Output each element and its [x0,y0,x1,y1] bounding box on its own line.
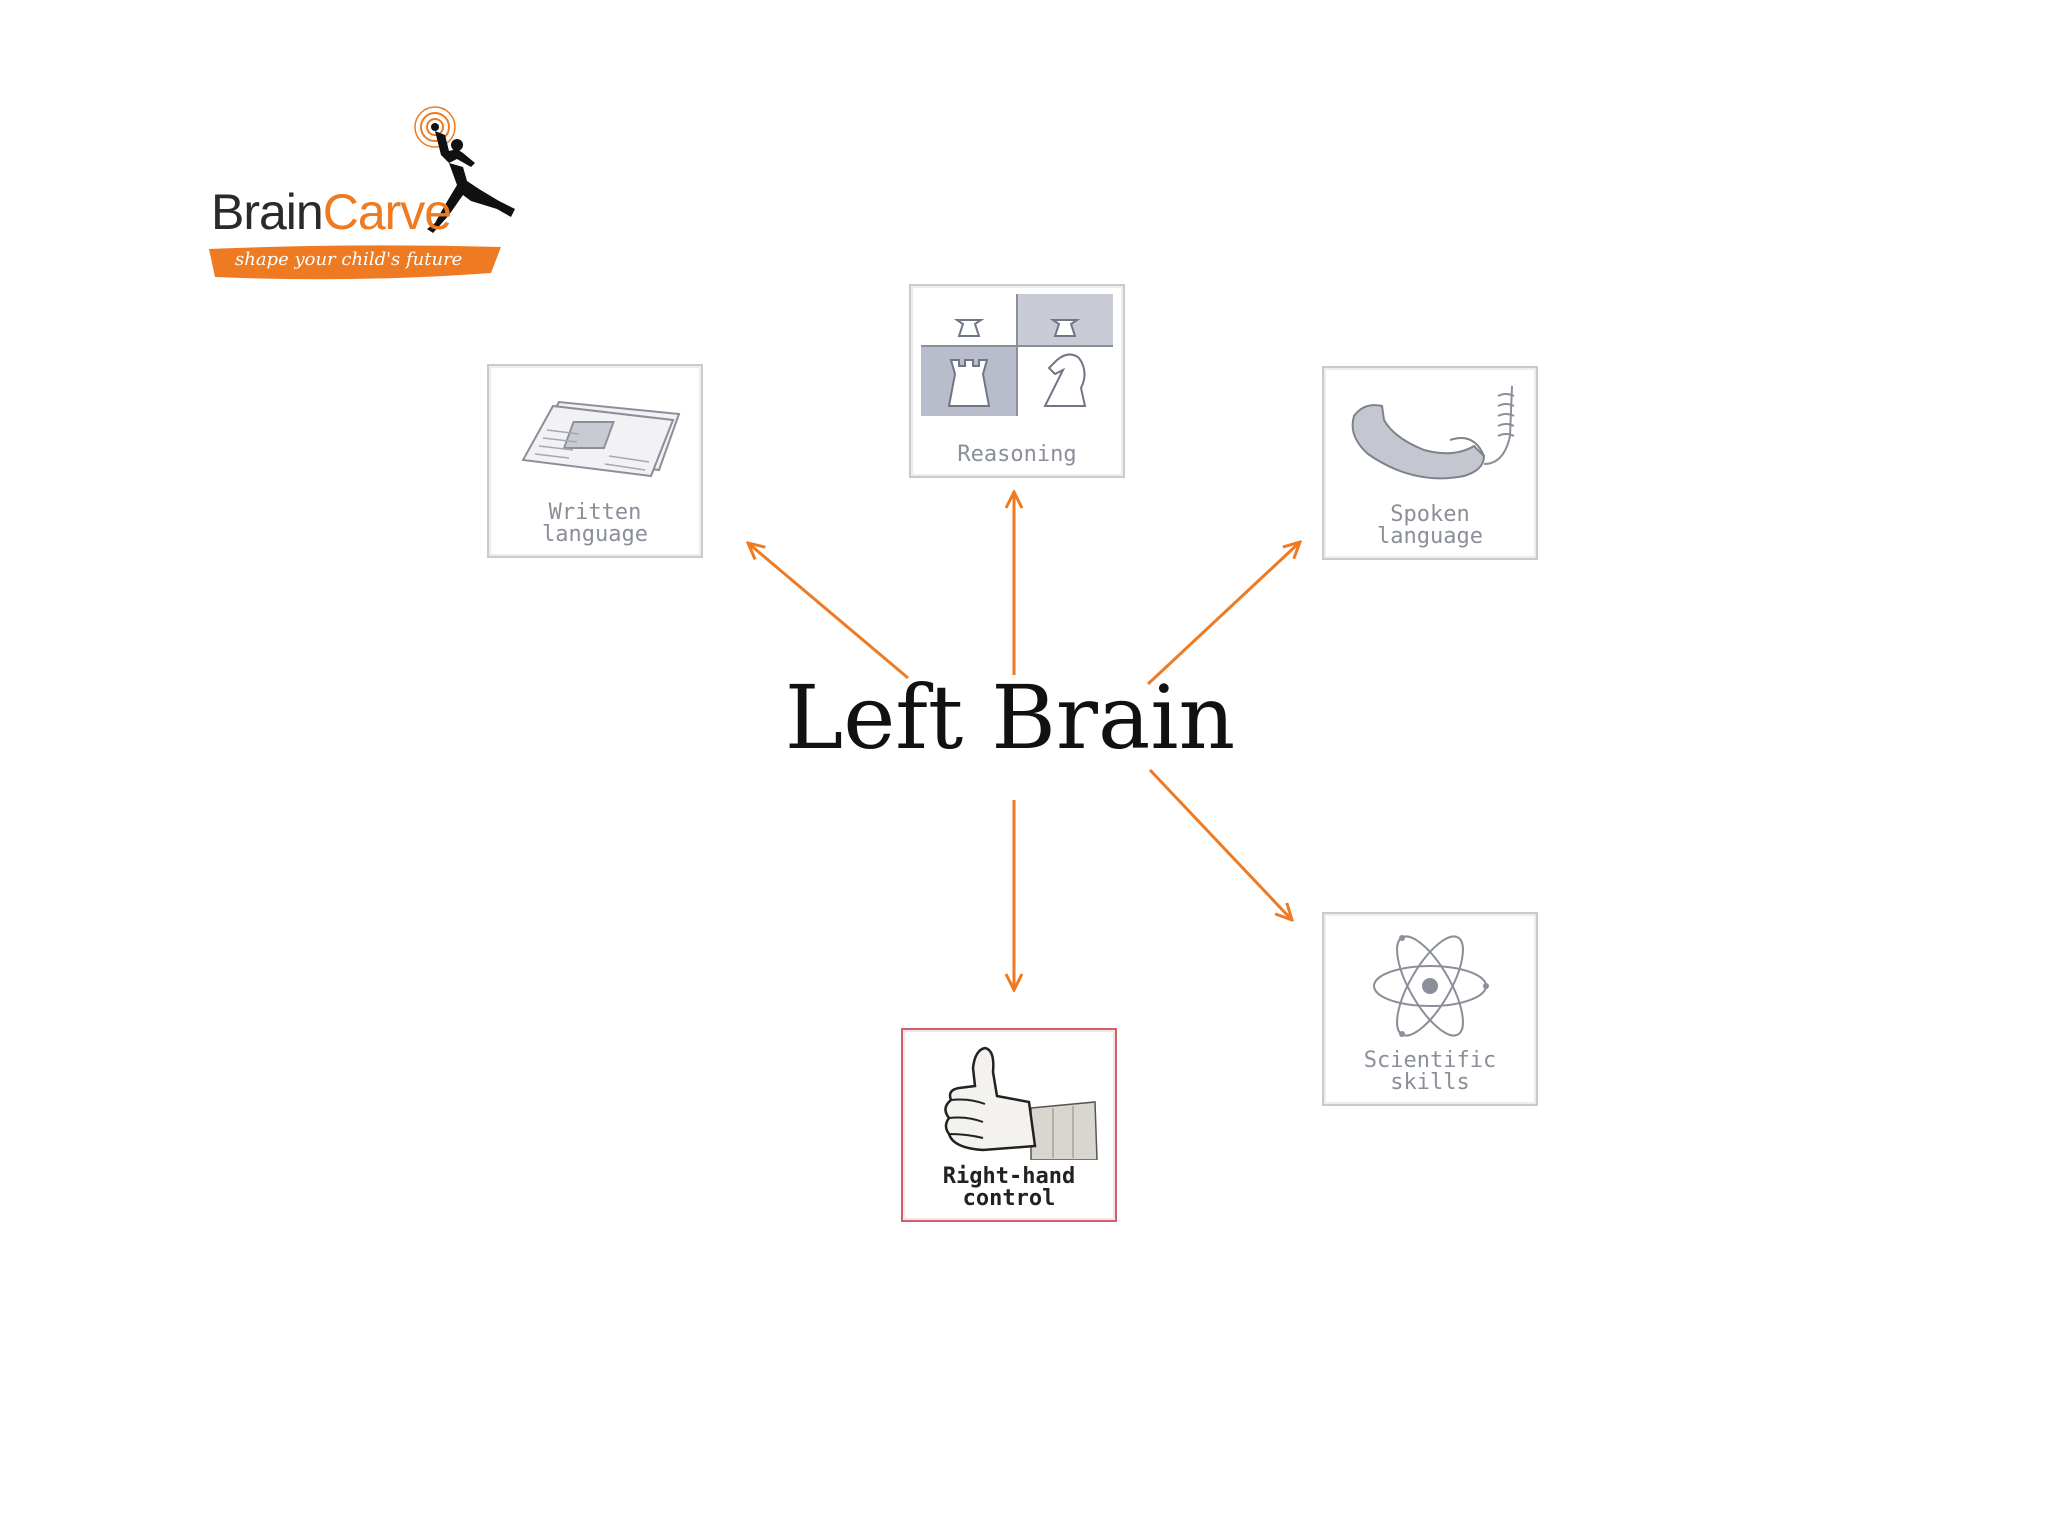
chess-pieces-icon [921,294,1113,416]
skill-reasoning: Reasoning [909,284,1125,478]
skill-label-right-hand-control: Right-hand control [942,1164,1076,1211]
center-title: Left Brain [784,666,1236,769]
skill-label-spoken-language: Spoken language [1377,502,1483,549]
telephone-icon [1351,385,1515,480]
arrow-to-scientific-skills [1148,768,1292,920]
skill-spoken-language: Spoken language [1322,366,1538,560]
logo-tagline-banner [209,245,501,280]
arrow-to-spoken-language [1146,542,1300,686]
skill-label-scientific-skills: Scientific skills [1363,1048,1497,1095]
logo-wordmark: BrainCarve [211,184,452,240]
skill-label-reasoning: Reasoning [957,442,1077,467]
skill-written-language: Written language [487,364,703,558]
logo-word-brain: Brain [211,184,324,240]
skill-scientific-skills: Scientific skills [1322,912,1538,1106]
atom-icon [1373,935,1489,1037]
thumbs-up-hand-icon [944,1046,1098,1160]
newspaper-icon [521,400,681,478]
jumping-child-icon [414,106,515,233]
arrow-to-written-language [748,543,909,680]
braincarve-logo: BrainCarve shape your child's future [205,105,545,295]
logo-tagline: shape your child's future [235,249,463,270]
logo-word-carve: Carve [322,184,452,240]
skill-label-written-language: Written language [542,500,648,547]
skill-right-hand-control: Right-hand control [901,1028,1117,1222]
